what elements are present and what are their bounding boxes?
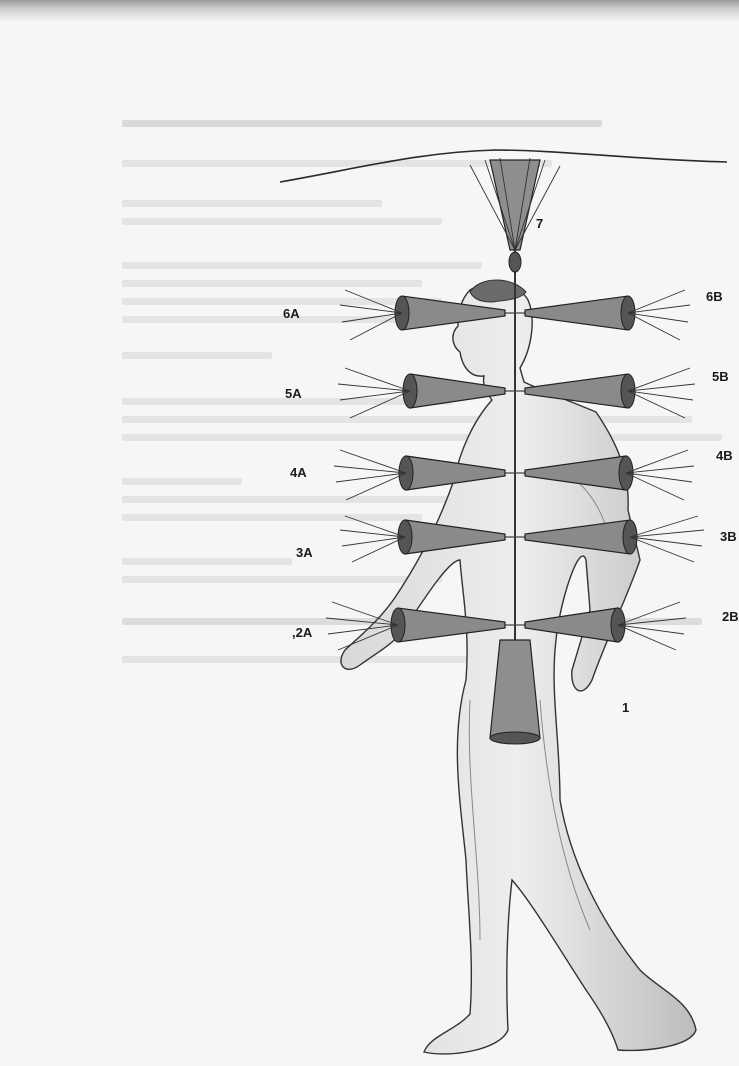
label-3a: 3A <box>296 545 313 560</box>
label-6b: 6B <box>706 289 723 304</box>
label-4a: 4A <box>290 465 307 480</box>
energy-cone-7 <box>470 158 560 272</box>
label-5b: 5B <box>712 369 729 384</box>
label-7: 7 <box>536 216 543 231</box>
label-5a: 5A <box>285 386 302 401</box>
label-2a: ,2A <box>292 625 312 640</box>
label-4b: 4B <box>716 448 733 463</box>
label-2b: 2B <box>722 609 739 624</box>
label-6a: 6A <box>283 306 300 321</box>
label-3b: 3B <box>720 529 737 544</box>
label-1: 1 <box>622 700 629 715</box>
